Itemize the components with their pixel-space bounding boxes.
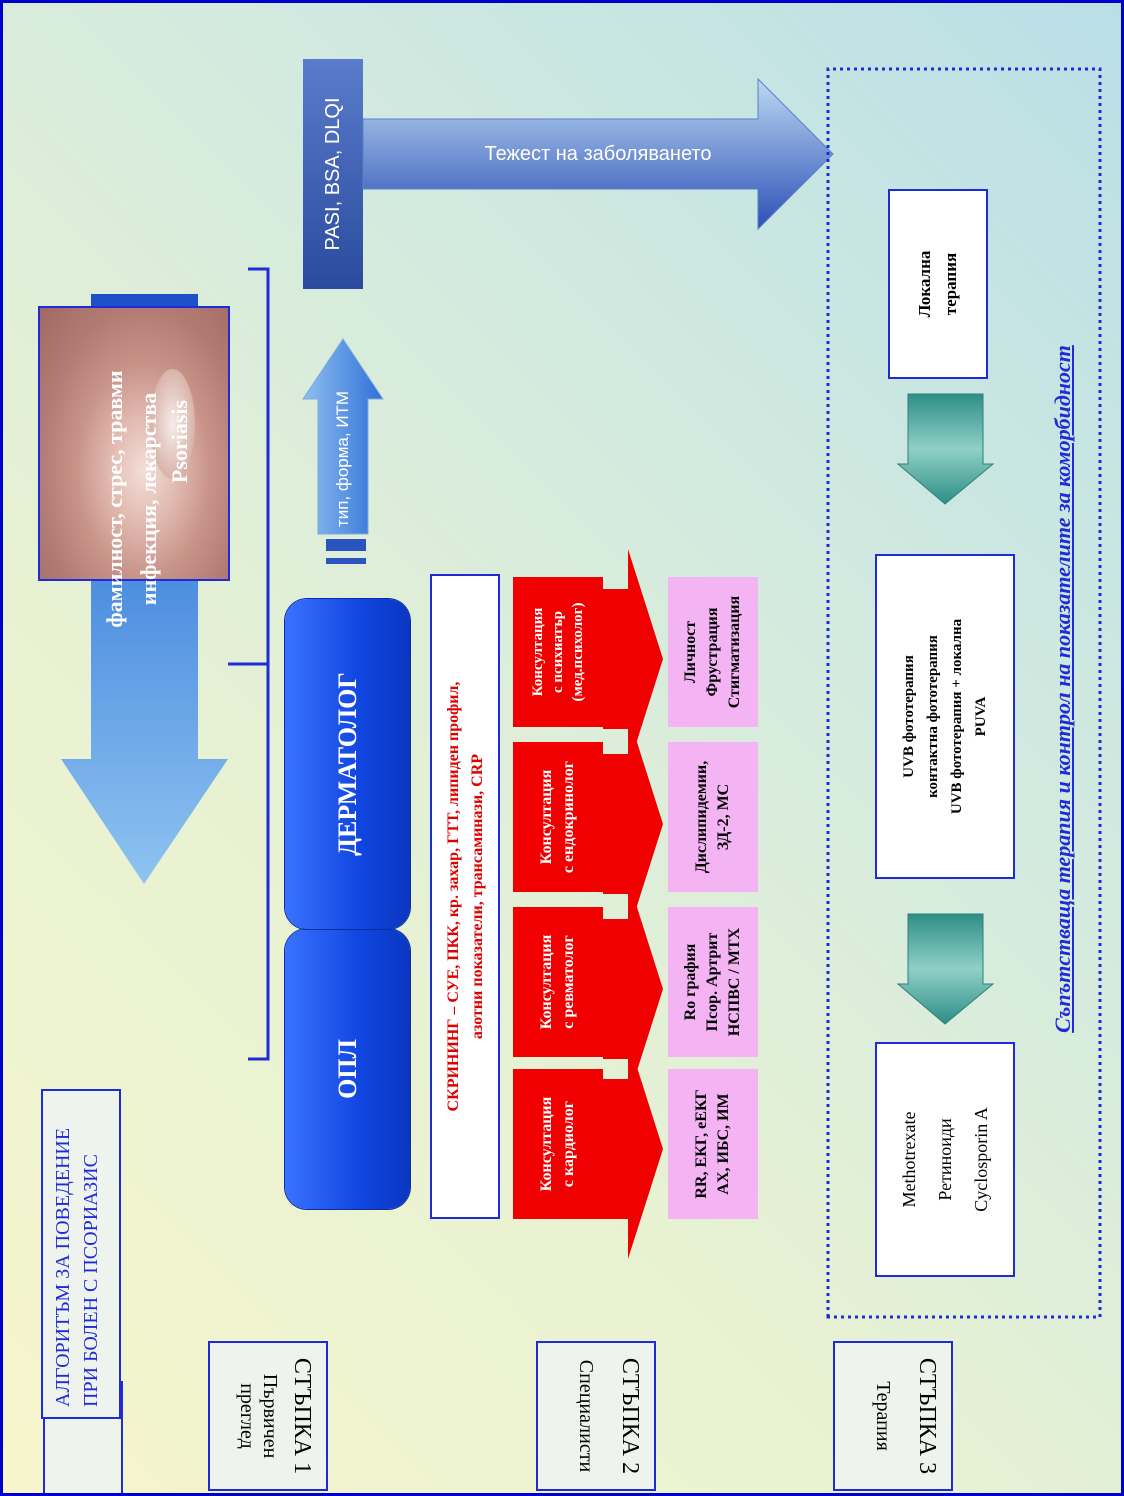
step-2-label: СТЪПКА 2 — [617, 1357, 644, 1475]
consultation-psychiatry-line-3: (мед.психолог) — [570, 602, 586, 702]
consultation-cardiology-line-1: Консултация — [538, 1096, 555, 1192]
screening-line-2: азотни показатели, трансаминази, CRP — [469, 753, 486, 1040]
step-3-sub: Терапия — [872, 1381, 895, 1451]
step-1-label: СТЪПКА 1 — [289, 1357, 316, 1475]
consultation-psychiatry: Консултация с психиатър (мед.психолог) — [513, 577, 603, 727]
step-2-box: СТЪПКА 2 Специалисти — [536, 1341, 656, 1491]
consultation-cardiology: Консултация с кардиолог — [513, 1069, 603, 1219]
step-1-sub: Първичен преглед — [236, 1373, 281, 1459]
step-3-box: СТЪПКА 3 Терапия — [833, 1341, 953, 1491]
triggers-line-2: инфекция, лекарства — [136, 392, 161, 606]
outcome-psychiatry-line-3: Стигматизация — [726, 595, 743, 709]
slide-rotated: АЛГОРИТЪМ ЗА ПОВЕДЕНИЕ ПРИ БОЛЕН С ПСОРИ… — [3, 3, 1121, 1493]
consultation-endocrinology: Консултация с ендокринолог — [513, 742, 603, 892]
therapy-photo-line-1: UVB фототерапия — [901, 655, 917, 778]
step-3-label: СТЪПКА 3 — [914, 1357, 941, 1475]
dermatologist-frame — [285, 599, 410, 929]
arrow-tail-stripe-1 — [326, 558, 366, 564]
triggers-line-1: фамилност, стрес, травми — [102, 370, 127, 628]
outcome-psychiatry-line-2: Фрустрация — [704, 607, 721, 697]
title-box: АЛГОРИТЪМ ЗА ПОВЕДЕНИЕ ПРИ БОЛЕН С ПСОРИ… — [41, 1089, 121, 1419]
consultation-rheumatology-line-1: Консултация — [538, 934, 555, 1030]
therapy-systemic-line-3: Cyclosporin A — [971, 1107, 991, 1212]
teal-arrow-1 — [896, 393, 995, 505]
therapy-frame — [826, 67, 1102, 1319]
therapy-phototherapy: UVB фототерапия контактна фототерапия UV… — [875, 554, 1015, 879]
consultation-psychiatry-line-2: с психиатър — [550, 610, 566, 694]
therapy-photo-line-2: контактна фототерапия — [925, 635, 941, 798]
consultation-rheumatology-line-2: с ревматолог — [560, 935, 577, 1029]
step-1-box: СТЪПКА 1 Първичен преглед — [208, 1341, 328, 1491]
scores-label: PASI, BSA, DLQI — [321, 97, 344, 251]
therapy-local-line-1: Локална — [915, 250, 934, 318]
title-line-1: АЛГОРИТЪМ ЗА ПОВЕДЕНИЕ — [52, 1127, 74, 1407]
therapy-systemic-line-1: Methotrexate — [899, 1111, 919, 1208]
opl-box: ОПЛ — [285, 929, 410, 1209]
outcome-cardiology-line-1: RR, ЕКГ, еЕКГ — [693, 1089, 710, 1199]
pasi-box-shape — [303, 59, 363, 289]
outcome-rheumatology-line-1: Ro графия — [682, 943, 699, 1021]
type-arrow-label: тип, форма, ИТМ — [333, 390, 352, 528]
therapy-local: Локална терапия — [888, 189, 988, 379]
therapy-systemic-line-2: Ретиноиди — [935, 1118, 955, 1201]
consultation-endocrinology-line-1: Консултация — [538, 769, 555, 865]
screening-line-1: СКРИНИНГ – СУЕ, ПКК, кр. захар, ГТТ, лип… — [445, 681, 462, 1112]
step-2-sub: Специалисти — [575, 1359, 598, 1473]
consultation-cardiology-line-2: с кардиолог — [560, 1100, 577, 1188]
therapy-footer: Съпътстваща терапия и контрол на показат… — [1050, 345, 1075, 1033]
severity-label: Тежест на заболяването — [484, 142, 712, 165]
outcome-cardiology: RR, ЕКГ, еЕКГ АХ, ИБС, ИМ — [668, 1069, 758, 1219]
triggers-text: фамилност, стрес, травми инфекция, лекар… — [98, 299, 193, 699]
teal-arrow-2 — [896, 913, 995, 1025]
outcome-endocrinology-line-1: Дислипидемии, — [693, 760, 710, 874]
title-line-2: ПРИ БОЛЕН С ПСОРИАЗИС — [80, 1154, 102, 1407]
consultation-rheumatology: Консултация с ревматолог — [513, 907, 603, 1057]
screening-box: СКРИНИНГ – СУЕ, ПКК, кр. захар, ГТТ, лип… — [430, 574, 500, 1219]
arrow-tail-stripe-2 — [326, 539, 366, 551]
therapy-systemic: Methotrexate Ретиноиди Cyclosporin A — [875, 1042, 1015, 1277]
therapy-photo-line-3: UVB фототерапия + локална — [949, 618, 965, 815]
outcome-rheumatology-line-3: НСПВС / MTX — [726, 927, 743, 1037]
type-arrow — [302, 338, 384, 535]
consultation-psychiatry-line-1: Консултация — [530, 607, 546, 697]
therapy-photo-line-4: PUVA — [973, 696, 989, 737]
therapy-local-line-2: терапия — [941, 252, 960, 316]
outcome-psychiatry-line-1: Личност — [682, 620, 699, 684]
outcome-psychiatry: Личност Фрустрация Стигматизация — [668, 577, 758, 727]
outcome-cardiology-line-2: АХ, ИБС, ИМ — [715, 1093, 732, 1195]
outcome-endocrinology-line-2: ЗД-2, МС — [715, 783, 732, 851]
outcome-endocrinology: Дислипидемии, ЗД-2, МС — [668, 742, 758, 892]
outcome-rheumatology: Ro графия Псор. Артрит НСПВС / MTX — [668, 907, 758, 1057]
red-arrows — [603, 549, 663, 1259]
severity-arrow — [362, 77, 834, 231]
consultation-endocrinology-line-2: с ендокринолог — [560, 760, 577, 874]
outcome-rheumatology-line-2: Псор. Артрит — [704, 932, 721, 1032]
